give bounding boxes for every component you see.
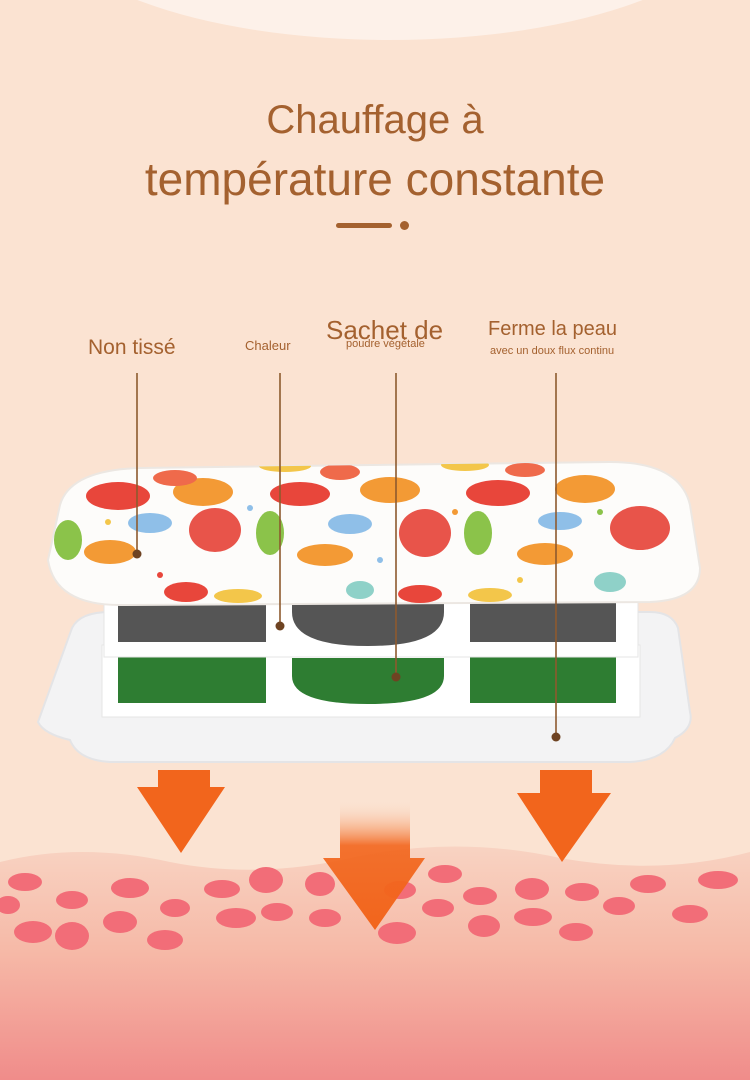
cell — [103, 911, 137, 933]
label-ferme-sub: avec un doux flux continu — [490, 345, 615, 357]
cell — [249, 867, 283, 893]
heat-arrow-center — [323, 800, 425, 930]
cell — [261, 903, 293, 921]
cell — [216, 908, 256, 928]
heat-arrow-right — [517, 770, 611, 862]
heat-arrow-left — [137, 770, 225, 853]
label-chaleur: Chaleur — [245, 338, 291, 353]
pointer-dot — [391, 672, 401, 682]
cell — [672, 905, 708, 923]
label-sachet-main: Sachet de — [326, 315, 444, 345]
cell — [603, 897, 635, 915]
label-ferme-main: Ferme la peau — [488, 318, 617, 340]
cell — [55, 922, 89, 950]
cell — [565, 883, 599, 901]
cell — [309, 909, 341, 927]
cell — [305, 872, 335, 896]
pointer-lines — [136, 373, 557, 736]
cell — [56, 891, 88, 909]
cell — [0, 896, 20, 914]
cell — [559, 923, 593, 941]
title-underline-dot — [400, 221, 409, 230]
cell — [111, 878, 149, 898]
cell — [160, 899, 190, 917]
label-sachet-sub: poudre végétale — [346, 338, 425, 350]
heat-arrows — [137, 770, 611, 930]
pointer-dots — [132, 549, 561, 742]
cell — [14, 921, 52, 943]
cell — [515, 878, 549, 900]
cell — [514, 908, 552, 926]
cell — [422, 899, 454, 917]
blood-cells — [0, 865, 738, 950]
cell — [378, 922, 416, 944]
label-non-tisse: Non tissé — [88, 336, 176, 359]
pointer-dot — [551, 732, 561, 742]
title-line-2: température constante — [144, 153, 606, 205]
title-line-1: Chauffage à — [266, 98, 484, 142]
cell — [147, 930, 183, 950]
cell — [630, 875, 666, 893]
pointer-dot — [132, 549, 142, 559]
cell — [8, 873, 42, 891]
non-woven-layer — [46, 460, 702, 607]
cell — [698, 871, 738, 889]
cell — [428, 865, 462, 883]
cell — [468, 915, 500, 937]
pointer-dot — [275, 621, 285, 631]
title-underline-dash — [336, 223, 392, 228]
cell — [204, 880, 240, 898]
cell — [463, 887, 497, 905]
